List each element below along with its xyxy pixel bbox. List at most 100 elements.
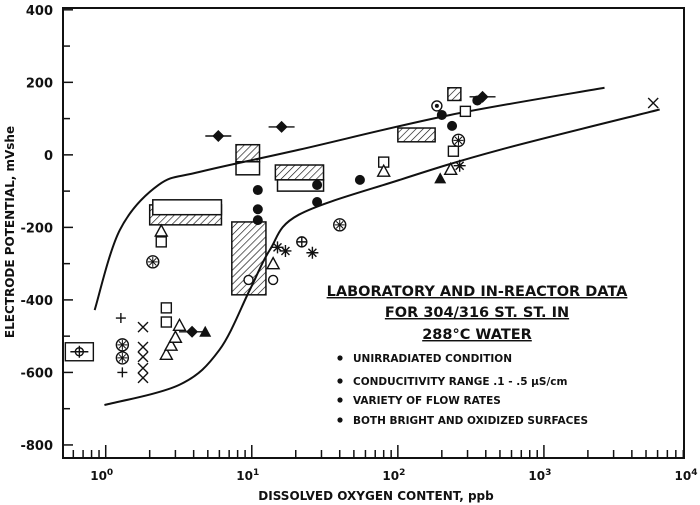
- point-open-triangle: [376, 163, 391, 177]
- point-asterisk: [279, 244, 292, 257]
- point-open-circle: [243, 274, 254, 286]
- marker-cross: [296, 236, 307, 247]
- title-line-1: LABORATORY AND IN-REACTOR DATA: [327, 284, 628, 300]
- marker: [137, 321, 149, 333]
- curve-lower-bound: [104, 108, 660, 407]
- marker: [312, 179, 323, 190]
- point-open-triangle: [154, 223, 169, 237]
- point-open-circle: [267, 274, 279, 286]
- marker: [376, 163, 391, 177]
- marker: [199, 325, 212, 337]
- bullet-icon: [337, 355, 343, 361]
- marker: [252, 204, 263, 215]
- point-plus: [117, 367, 128, 378]
- point-plus: [115, 313, 126, 324]
- x-tick-label: 102: [382, 468, 405, 483]
- marker: [279, 244, 292, 257]
- marker: [137, 362, 149, 374]
- point-filled-circle: [447, 120, 458, 131]
- bullet-icon: [337, 378, 343, 384]
- plot-frame: [62, 7, 685, 459]
- marker: [312, 196, 323, 207]
- marker-star: [147, 256, 158, 267]
- y-tick-label: -400: [20, 294, 53, 309]
- point-circle-star: [451, 133, 466, 148]
- point-circle-star: [115, 338, 130, 352]
- point-boxed-point: [64, 342, 95, 362]
- marker: [434, 172, 447, 184]
- point-filled-diamond: [179, 325, 206, 338]
- point-open-triangle: [265, 256, 281, 270]
- point-filled-circle: [312, 196, 323, 207]
- point-open-square: [447, 145, 460, 157]
- point-filled-circle: [252, 204, 263, 215]
- y-axis-label: ELECTRODE POTENTIAL, mVshe: [3, 126, 17, 338]
- x-tick-label: 104: [674, 468, 697, 483]
- y-tick-label: -800: [20, 439, 53, 454]
- marker-dot: [434, 103, 439, 108]
- point-circle-cross: [296, 236, 308, 248]
- marker: [453, 159, 466, 172]
- point-filled-diamond: [268, 120, 295, 133]
- marker: [447, 120, 458, 131]
- note-2: CONDUCITIVITY RANGE .1 - .5 µS/cm: [353, 376, 568, 388]
- marker: [459, 105, 472, 118]
- marker: [159, 346, 174, 360]
- marker: [160, 316, 173, 328]
- marker: [154, 223, 169, 237]
- point-circle-star: [146, 255, 160, 269]
- y-tick-label: 0: [44, 149, 53, 164]
- marker: [168, 329, 183, 343]
- marker: [252, 215, 263, 226]
- point-open-square: [160, 316, 173, 328]
- point-asterisk: [453, 159, 466, 172]
- bullet-icon: [337, 397, 343, 403]
- point-filled-circle: [252, 215, 263, 226]
- marker: [447, 145, 460, 157]
- marker: [160, 302, 173, 314]
- marker: [647, 97, 659, 109]
- marker: [436, 109, 447, 120]
- x-tick-label: 101: [236, 468, 259, 483]
- title-line-2: FOR 304/316 ST. ST. IN: [385, 305, 569, 321]
- range-box-hatched: [447, 87, 462, 102]
- curve-upper-bound: [93, 86, 605, 311]
- range-box-open: [276, 179, 325, 192]
- x-tick-label: 103: [528, 468, 551, 483]
- marker: [137, 351, 149, 363]
- point-filled-triangle: [199, 325, 212, 337]
- marker: [163, 337, 179, 351]
- marker: [271, 241, 284, 254]
- marker: [117, 367, 128, 378]
- point-circle-star: [333, 218, 347, 232]
- point-x: [137, 321, 149, 333]
- marker: [172, 317, 187, 331]
- point-open-square: [155, 236, 167, 248]
- point-open-triangle: [168, 329, 183, 343]
- marker: [354, 174, 365, 185]
- marker-cross: [70, 345, 89, 358]
- note-1: UNIRRADIATED CONDITION: [353, 353, 512, 365]
- y-tick-label: -600: [20, 366, 53, 381]
- point-x: [137, 362, 149, 374]
- point-filled-circle: [472, 95, 483, 106]
- marker: [243, 274, 254, 286]
- y-tick-label: 200: [26, 76, 53, 91]
- point-filled-circle: [354, 174, 365, 185]
- marker: [472, 95, 483, 106]
- point-filled-circle: [436, 109, 447, 120]
- range-box-open: [152, 199, 223, 216]
- marker: [155, 236, 167, 248]
- point-open-triangle: [443, 161, 458, 176]
- point-asterisk: [271, 241, 284, 254]
- point-circle-star: [115, 351, 130, 365]
- marker: [137, 341, 149, 353]
- y-tick-label: -200: [20, 221, 53, 236]
- marker: [252, 185, 263, 196]
- marker-star: [453, 135, 464, 146]
- point-x: [647, 97, 659, 109]
- point-x: [137, 341, 149, 353]
- point-filled-circle: [252, 185, 263, 196]
- legend-annotation: LABORATORY AND IN-REACTOR DATA FOR 304/3…: [327, 284, 628, 427]
